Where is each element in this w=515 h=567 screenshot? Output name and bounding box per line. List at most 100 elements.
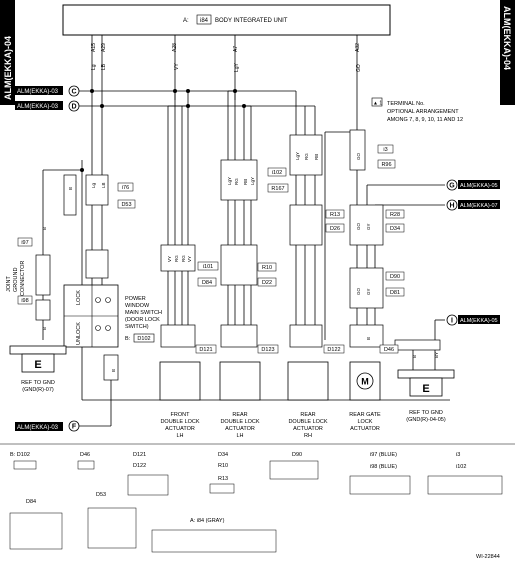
svg-text:ALM(EKKA)-05: ALM(EKKA)-05 <box>460 183 498 189</box>
left-side-tab-text: ALM(EKKA)-04 <box>3 36 13 100</box>
svg-text:GROUND: GROUND <box>13 268 19 292</box>
svg-text:ACTUATOR: ACTUATOR <box>293 426 323 432</box>
svg-text:D34: D34 <box>218 452 228 458</box>
svg-text:D122: D122 <box>327 347 340 353</box>
actuator-rear-gate: M REAR GATE LOCK ACTUATOR <box>349 361 381 432</box>
svg-text:M: M <box>361 377 369 387</box>
svg-text:i102: i102 <box>272 170 282 176</box>
svg-text:REAR: REAR <box>300 412 315 418</box>
svg-text:GY: GY <box>366 223 371 230</box>
unit-conn-id: i84 <box>200 18 209 24</box>
svg-text:i101: i101 <box>203 264 213 270</box>
svg-text:i97: i97 <box>21 240 28 246</box>
svg-text:ALM(EKKA)-03: ALM(EKKA)-03 <box>17 425 59 431</box>
svg-text:ACTUATOR: ACTUATOR <box>350 426 380 432</box>
legend-line-1: TERMINAL No. <box>387 101 425 107</box>
svg-text:B: B <box>42 227 47 230</box>
svg-text:RG: RG <box>234 178 239 185</box>
svg-text:D46: D46 <box>80 452 90 458</box>
unit-pin-1: A15 <box>91 43 97 52</box>
svg-text:ALM(EKKA)-05: ALM(EKKA)-05 <box>460 318 498 324</box>
left-side-tab <box>0 0 15 105</box>
svg-text:D123: D123 <box>261 347 274 353</box>
svg-text:D121: D121 <box>133 452 146 458</box>
drawing-number: WI-22844 <box>476 554 500 560</box>
svg-text:(GND(R)-04-05): (GND(R)-04-05) <box>406 417 446 423</box>
svg-text:R13: R13 <box>218 476 228 482</box>
svg-text:LB: LB <box>101 182 106 188</box>
connector-i76-d53 <box>35 129 441 381</box>
svg-text:LgY: LgY <box>250 177 255 185</box>
offpage-i: I ALM(EKKA)-05 <box>446 314 500 326</box>
svg-text:MAIN SWITCH: MAIN SWITCH <box>125 310 162 316</box>
svg-text:GO: GO <box>356 222 361 230</box>
svg-text:B: B <box>412 355 417 358</box>
svg-text:D90: D90 <box>292 452 302 458</box>
connector-views: B: D102 D46 D121 D122 D34 R10 R13 D90 i9… <box>9 452 503 560</box>
right-side-tab-text: ALM(EKKA)-04 <box>502 6 512 70</box>
svg-text:R10: R10 <box>262 265 272 271</box>
legend-line-2: OPTIONAL ARRANGEMENT <box>387 109 459 115</box>
svg-text:B: B <box>111 369 116 372</box>
actuator-rear-lh: REAR DOUBLE LOCK ACTUATOR LH <box>219 361 261 439</box>
actuator-rear-rh: REAR DOUBLE LOCK ACTUATOR RH <box>287 361 329 439</box>
svg-text:G: G <box>449 183 455 190</box>
legend-mark: ▲ 1 <box>373 101 382 107</box>
svg-text:POWER: POWER <box>125 296 146 302</box>
svg-text:Lg: Lg <box>91 182 96 188</box>
unit-pin-5: A32 <box>355 43 361 52</box>
svg-text:VY: VY <box>167 256 172 262</box>
right-side-tab <box>500 0 515 105</box>
svg-text:i102: i102 <box>456 464 466 470</box>
svg-text:FRONT: FRONT <box>171 412 191 418</box>
svg-text:D46: D46 <box>384 347 394 353</box>
svg-text:REAR: REAR <box>232 412 247 418</box>
svg-text:D26: D26 <box>330 226 340 232</box>
svg-text:D90: D90 <box>390 274 400 280</box>
svg-text:i3: i3 <box>383 147 387 153</box>
svg-text:LH: LH <box>236 433 243 439</box>
svg-text:BY: BY <box>434 352 439 358</box>
connector-labels: i76 D53 i102 R167 i3 R96 R10 D22 i101 D8… <box>17 144 405 354</box>
svg-text:B: B <box>42 327 47 330</box>
svg-text:D22: D22 <box>262 280 272 286</box>
svg-text:i98 (BLUE): i98 (BLUE) <box>370 464 397 470</box>
svg-text:I: I <box>451 318 453 325</box>
svg-text:LH: LH <box>176 433 183 439</box>
unit-conn-letter: A: <box>183 18 189 24</box>
svg-text:DOUBLE LOCK: DOUBLE LOCK <box>288 419 327 425</box>
svg-text:i97 (BLUE): i97 (BLUE) <box>370 452 397 458</box>
unit-wire-go: GO <box>356 64 362 72</box>
svg-text:i76: i76 <box>122 185 129 191</box>
svg-text:RB: RB <box>243 179 248 185</box>
svg-text:REF TO GND: REF TO GND <box>409 410 443 416</box>
svg-text:LOCK: LOCK <box>358 419 373 425</box>
svg-text:RB: RB <box>314 154 319 160</box>
unit-pin-4: A7 <box>233 46 239 52</box>
svg-text:D121: D121 <box>199 347 212 353</box>
svg-text:JOINT: JOINT <box>6 275 12 292</box>
svg-text:F: F <box>72 424 77 431</box>
switch-contacts <box>95 297 111 331</box>
svg-text:RG: RG <box>181 255 186 262</box>
svg-text:ACTUATOR: ACTUATOR <box>165 426 195 432</box>
svg-text:D: D <box>71 104 76 111</box>
svg-text:A: i84 (GRAY): A: i84 (GRAY) <box>190 518 225 524</box>
actuator-front-lh: FRONT DOUBLE LOCK ACTUATOR LH <box>159 361 201 439</box>
svg-text:RG: RG <box>174 255 179 262</box>
switch-conn-letter: B: <box>125 336 131 342</box>
offpage-c: ALM(EKKA)-03 C <box>15 85 296 97</box>
unit-conn-box <box>196 14 212 25</box>
svg-text:B: B <box>68 187 73 190</box>
svg-text:ALM(EKKA)-03: ALM(EKKA)-03 <box>17 89 59 95</box>
svg-text:D53: D53 <box>121 202 131 208</box>
svg-text:LgY: LgY <box>295 152 300 160</box>
svg-text:ALM(EKKA)-03: ALM(EKKA)-03 <box>17 104 59 110</box>
svg-text:WINDOW: WINDOW <box>125 303 150 309</box>
svg-text:RG: RG <box>304 153 309 160</box>
legend-line-3: AMONG 7, 8, 9, 10, 11 AND 12 <box>387 117 463 123</box>
svg-text:REF TO GND: REF TO GND <box>21 380 55 386</box>
svg-text:R167: R167 <box>271 186 284 192</box>
svg-text:i98: i98 <box>21 298 28 304</box>
